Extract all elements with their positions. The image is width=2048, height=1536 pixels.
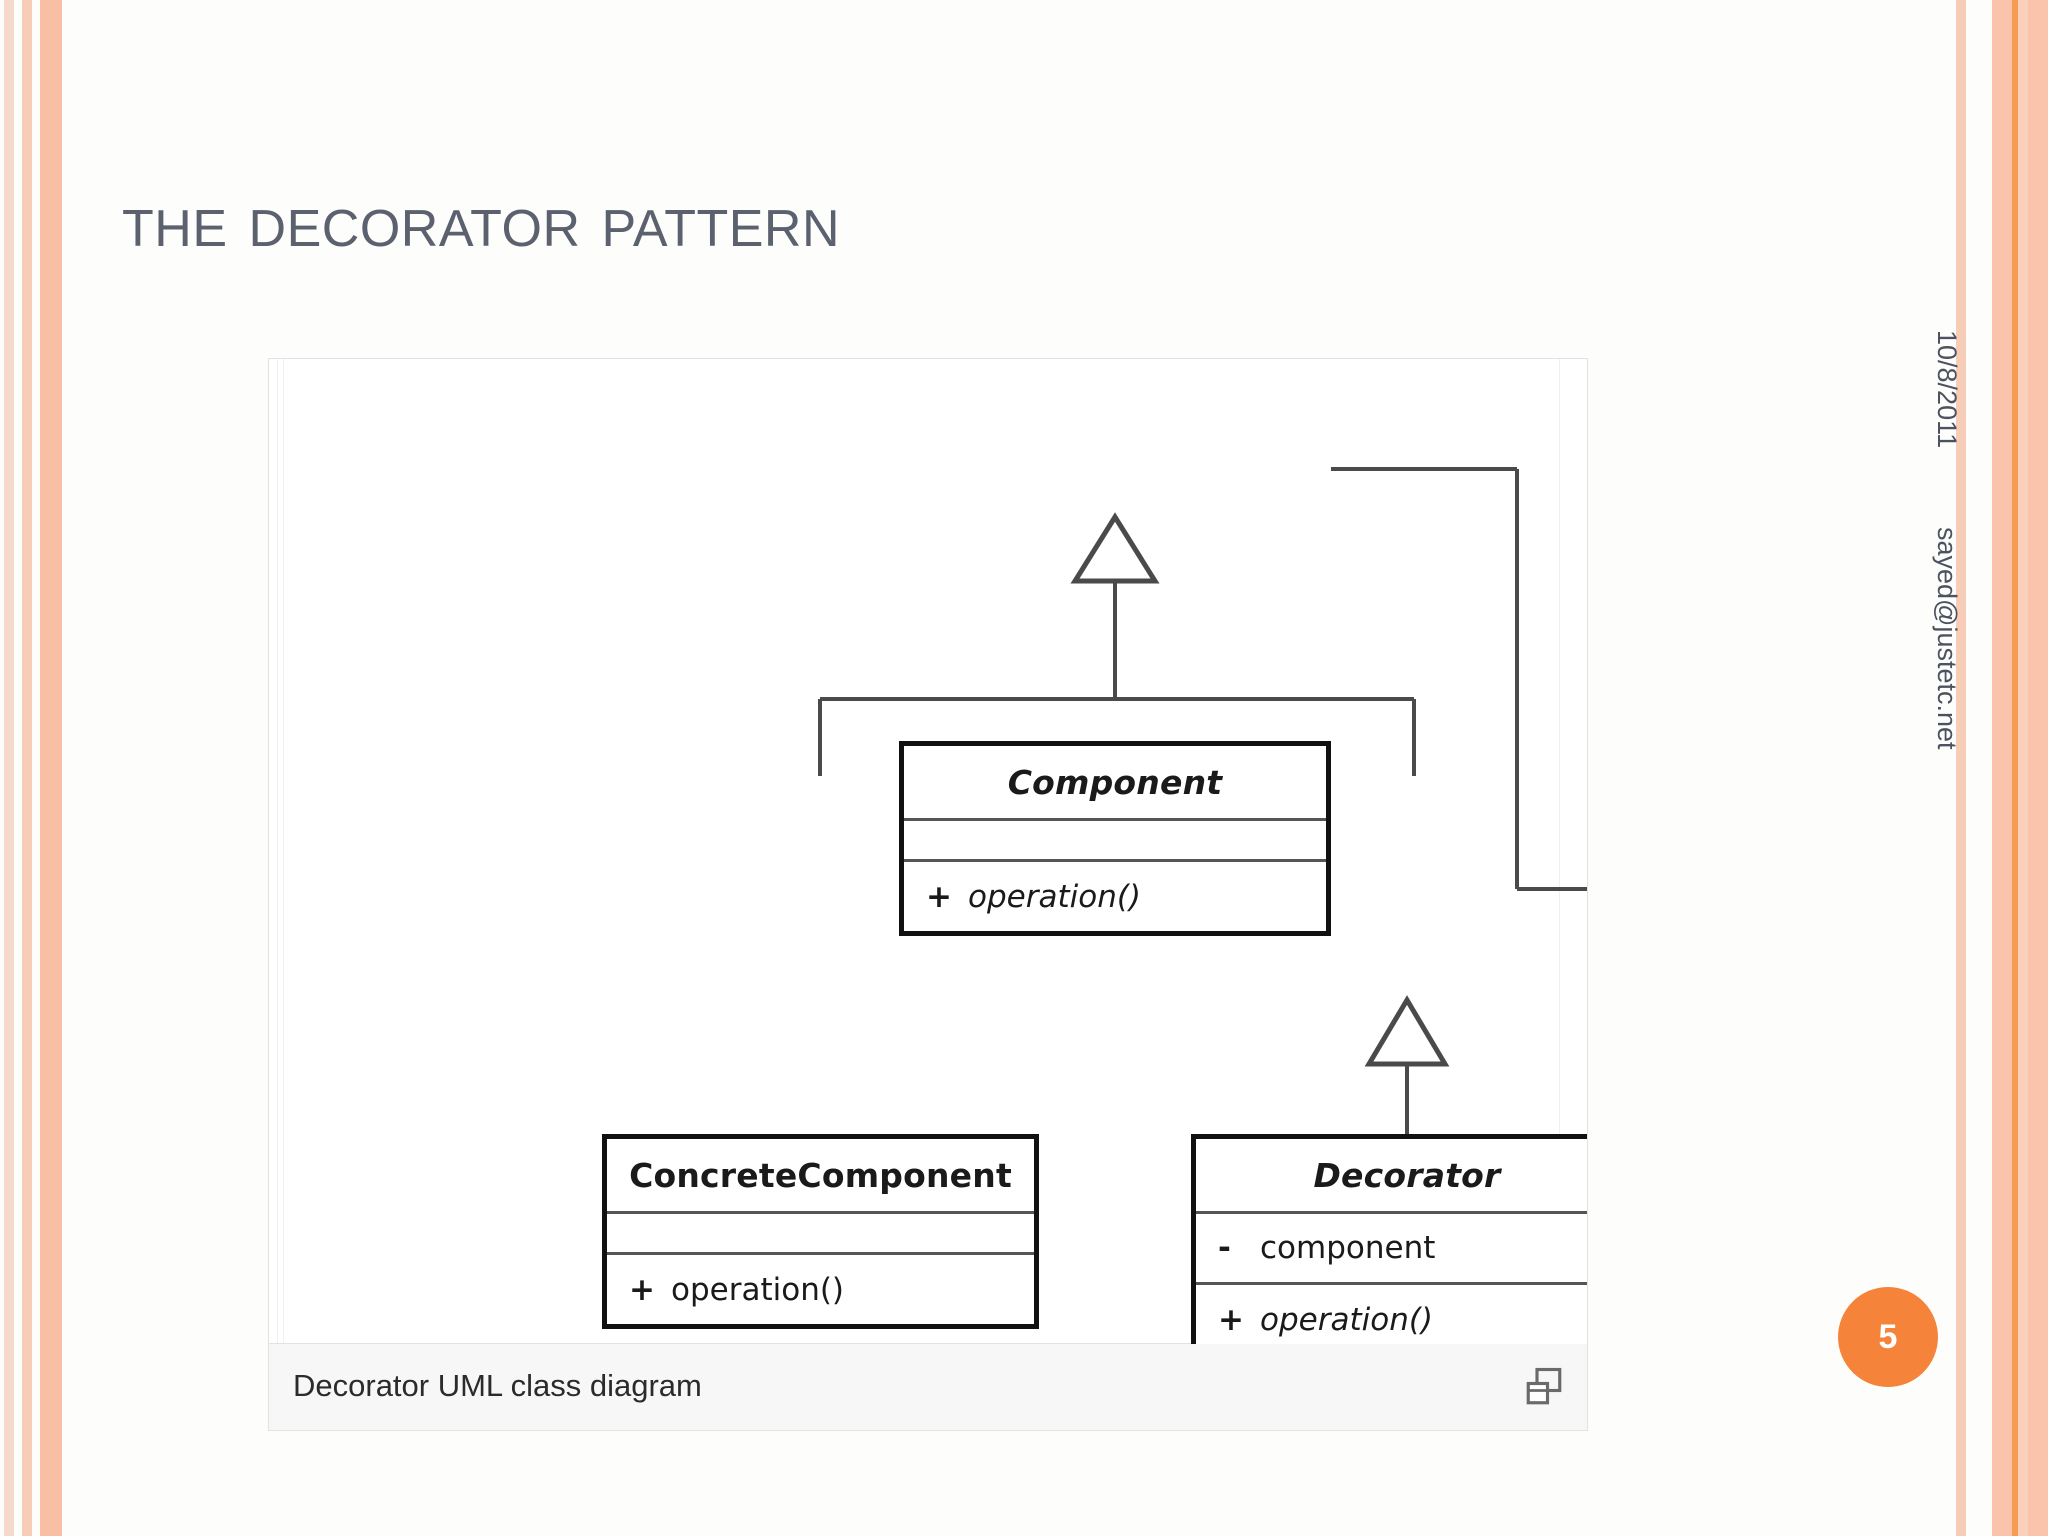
diagram-canvas: Component + operation() ConcreteComponen… [269,359,1587,1344]
right-stripe-1 [1956,0,1966,1536]
canvas-guide-right [1559,359,1560,1344]
uml-visibility: + [1218,1302,1244,1338]
windows-overlap-icon[interactable] [1523,1366,1565,1408]
uml-separator [1196,1282,1587,1285]
right-stripe-5 [2028,0,2048,1536]
uml-visibility: + [629,1272,655,1308]
uml-separator [904,859,1326,862]
right-stripe-accent [2012,0,2018,1536]
right-stripe-2 [1992,0,2012,1536]
uml-class-decorator[interactable]: Decorator - component + operation() [1191,1134,1587,1344]
uml-class-concretecomponent[interactable]: ConcreteComponent + operation() [602,1134,1039,1329]
uml-member: operation() [671,1272,845,1308]
uml-operation-row: + operation() [904,862,1326,932]
uml-member: component [1260,1230,1436,1266]
uml-class-component[interactable]: Component + operation() [899,741,1331,936]
uml-attributes-compartment [607,1214,1034,1252]
page-number-badge: 5 [1838,1287,1938,1387]
slide-date: 10/8/2011 [1932,330,1962,449]
uml-separator [1196,1211,1587,1214]
uml-class-name: Decorator [1313,1155,1501,1195]
uml-visibility: + [926,879,952,915]
canvas-guide-left [277,359,278,1344]
diagram-frame: Component + operation() ConcreteComponen… [268,358,1588,1431]
uml-member: operation() [968,879,1142,915]
left-stripe-1 [4,0,14,1536]
slide-email: sayed@justetc.net [1932,527,1962,750]
uml-class-name: ConcreteComponent [629,1155,1012,1195]
uml-attribute-row: - component [1196,1214,1587,1282]
uml-member: operation() [1260,1302,1434,1338]
diagram-caption-bar: Decorator UML class diagram [269,1343,1587,1430]
uml-class-name: Component [1007,762,1223,802]
page-title: The Decorator Pattern [122,179,841,262]
uml-separator [607,1252,1034,1255]
diagram-caption: Decorator UML class diagram [293,1368,702,1403]
uml-operation-row: + operation() [1196,1285,1587,1344]
canvas-guide-left-inner [283,359,284,1344]
uml-separator [607,1211,1034,1214]
uml-operation-row: + operation() [607,1255,1034,1325]
left-stripe-3 [40,0,62,1536]
left-stripe-2 [22,0,32,1536]
uml-attributes-compartment [904,821,1326,859]
right-stripe-4 [2018,0,2028,1536]
uml-visibility: - [1218,1230,1231,1266]
